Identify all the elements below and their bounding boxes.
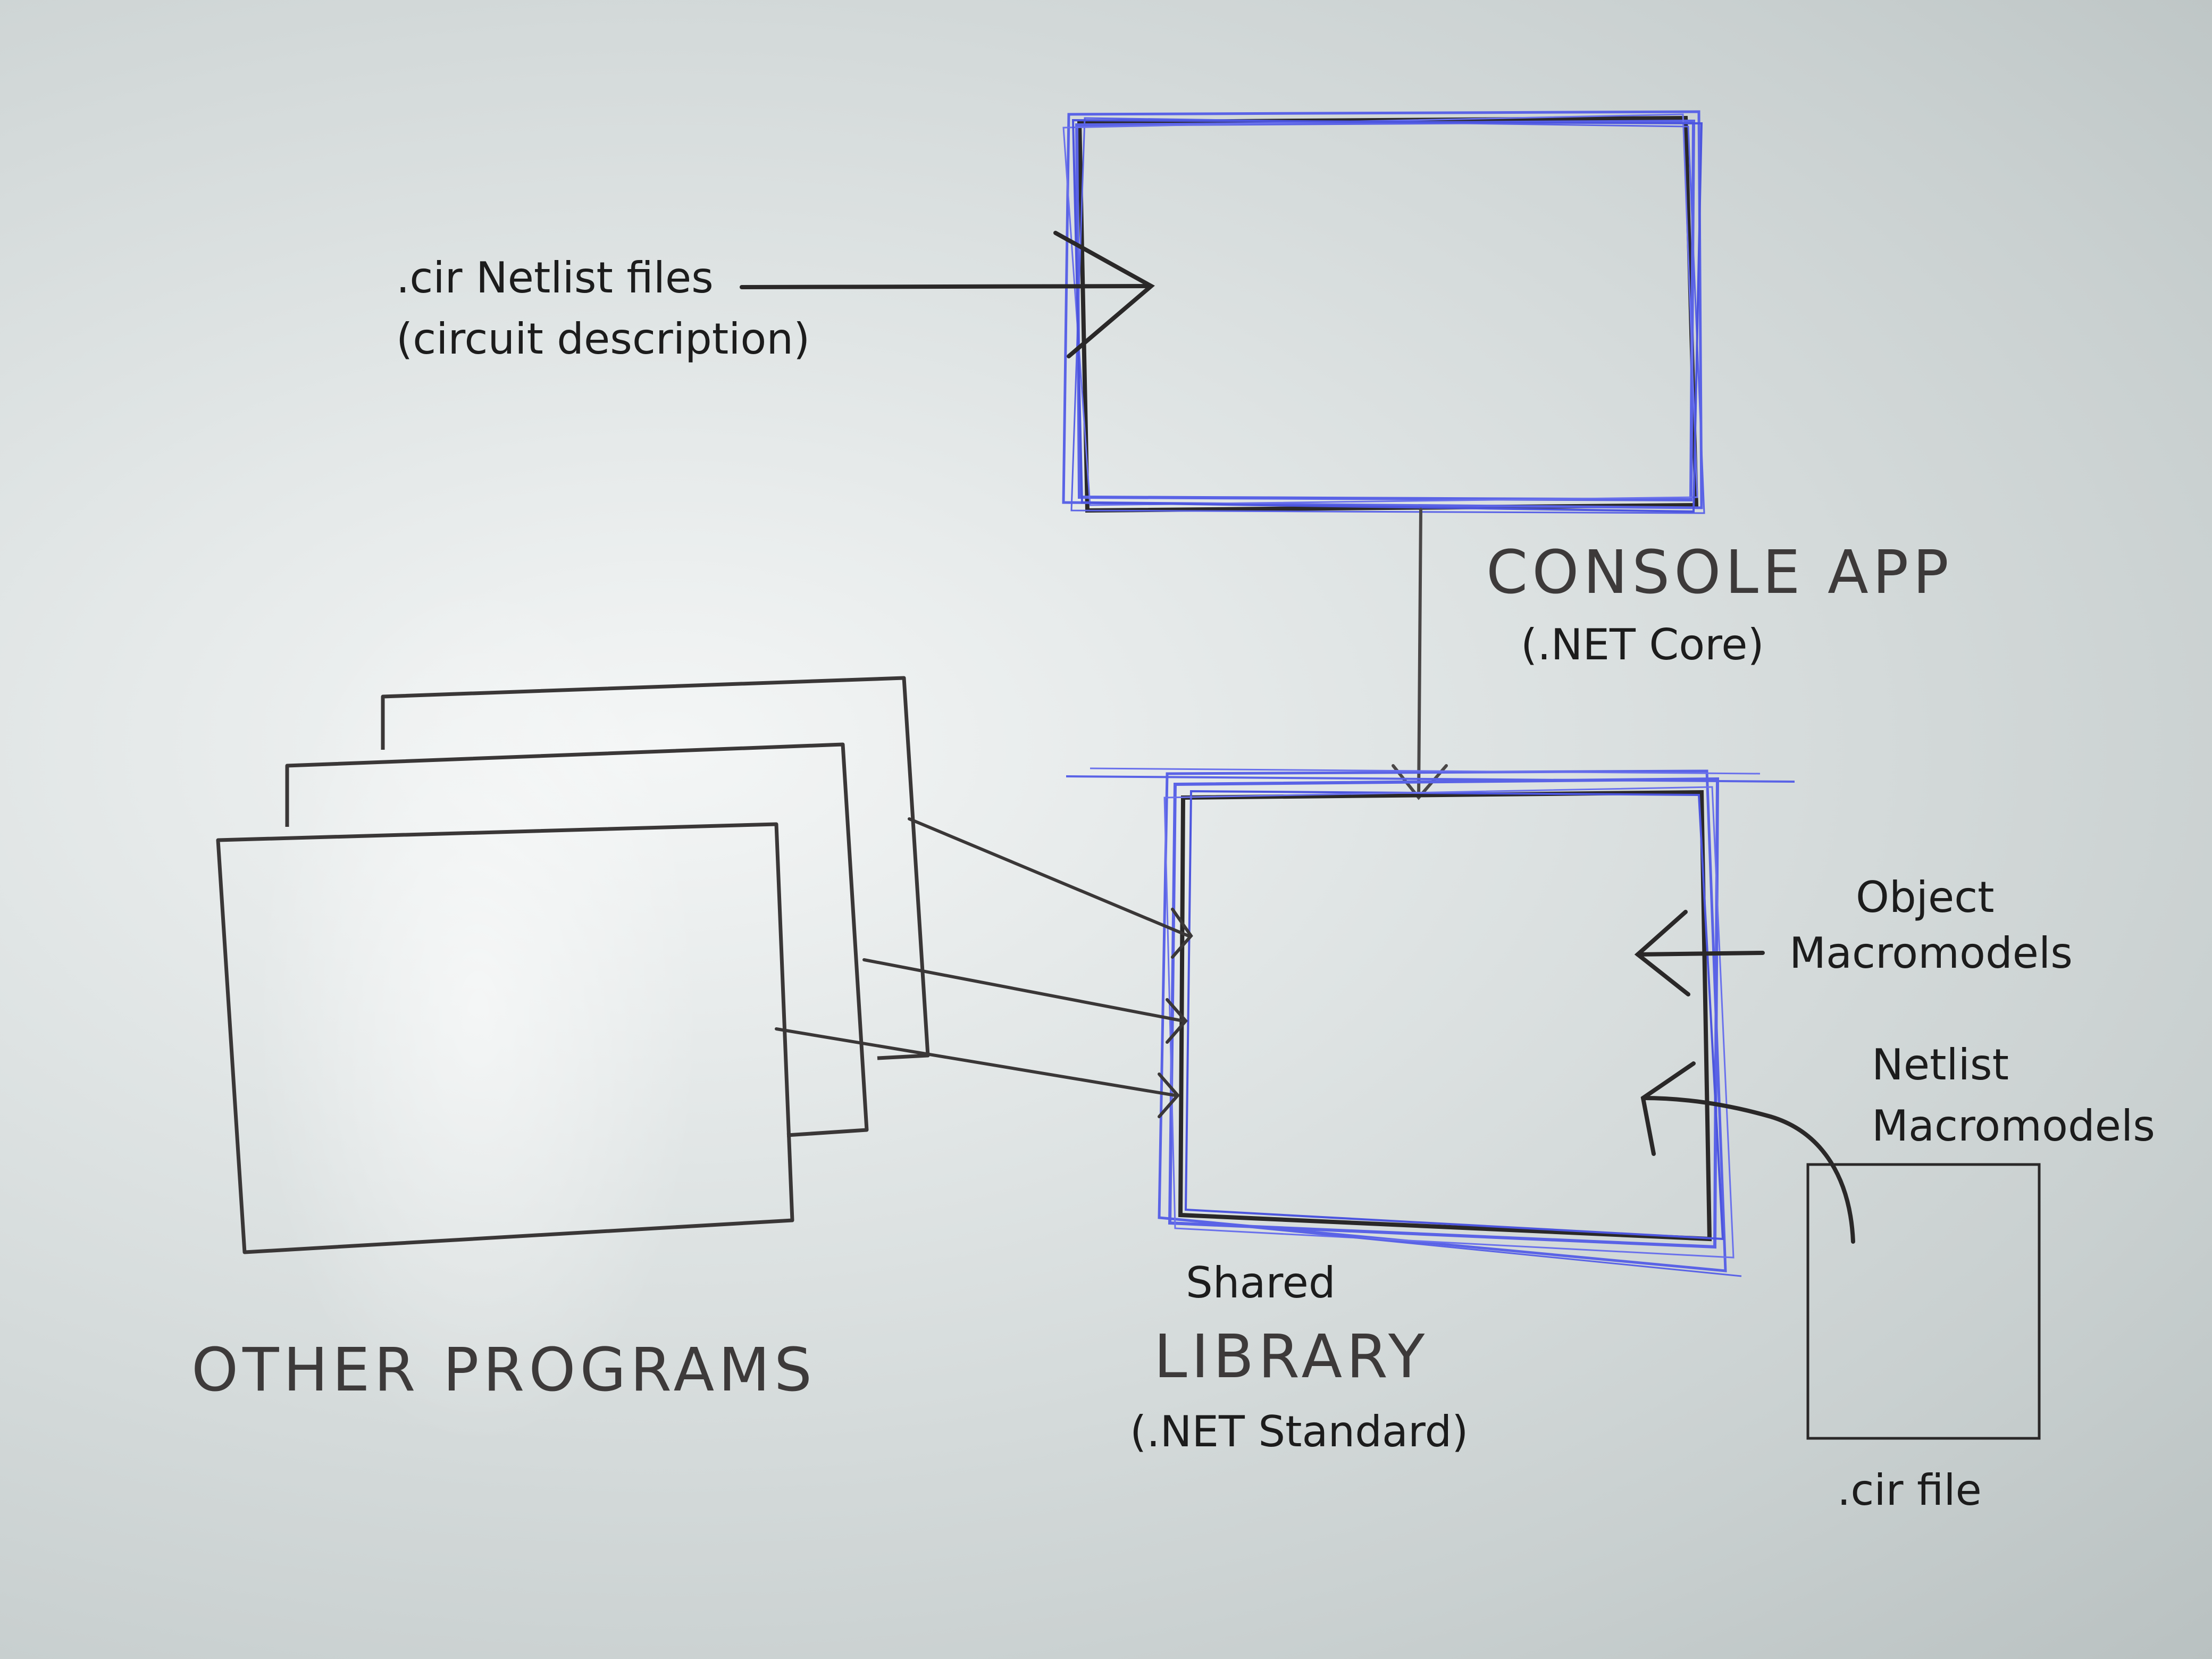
programs-to-library-arrows	[775, 817, 1193, 1118]
shared-library-label: Shared	[1186, 1258, 1336, 1308]
object-macromodels-label-2: Macromodels	[1789, 928, 2073, 978]
object-macromodels-arrow	[1634, 910, 1765, 996]
netlist-macromodels-arrow	[1640, 1061, 1855, 1244]
console-app-title: CONSOLE APP	[1486, 538, 1953, 607]
console-to-library-arrow	[1392, 508, 1448, 800]
library-title: LIBRARY	[1154, 1322, 1429, 1392]
circuit-description-label: (circuit description)	[396, 314, 810, 364]
object-macromodels-label-1: Object	[1856, 873, 1995, 922]
console-app-box	[1062, 110, 1705, 514]
netlist-files-label: .cir Netlist files	[396, 253, 714, 303]
netlist-input-arrow	[740, 231, 1155, 358]
cir-file-label: .cir file	[1837, 1465, 1982, 1515]
board-glare	[255, 574, 702, 1446]
console-app-subtitle: (.NET Core)	[1521, 620, 1764, 669]
net-standard-label: (.NET Standard)	[1130, 1407, 1468, 1456]
netlist-macromodels-label-1: Netlist	[1872, 1040, 2009, 1090]
other-programs-title: OTHER PROGRAMS	[191, 1336, 816, 1405]
other-programs-stack	[216, 676, 930, 1254]
netlist-macromodels-label-2: Macromodels	[1872, 1101, 2155, 1151]
shared-library-box	[1066, 767, 1795, 1277]
cir-file-box	[1806, 1163, 2041, 1440]
